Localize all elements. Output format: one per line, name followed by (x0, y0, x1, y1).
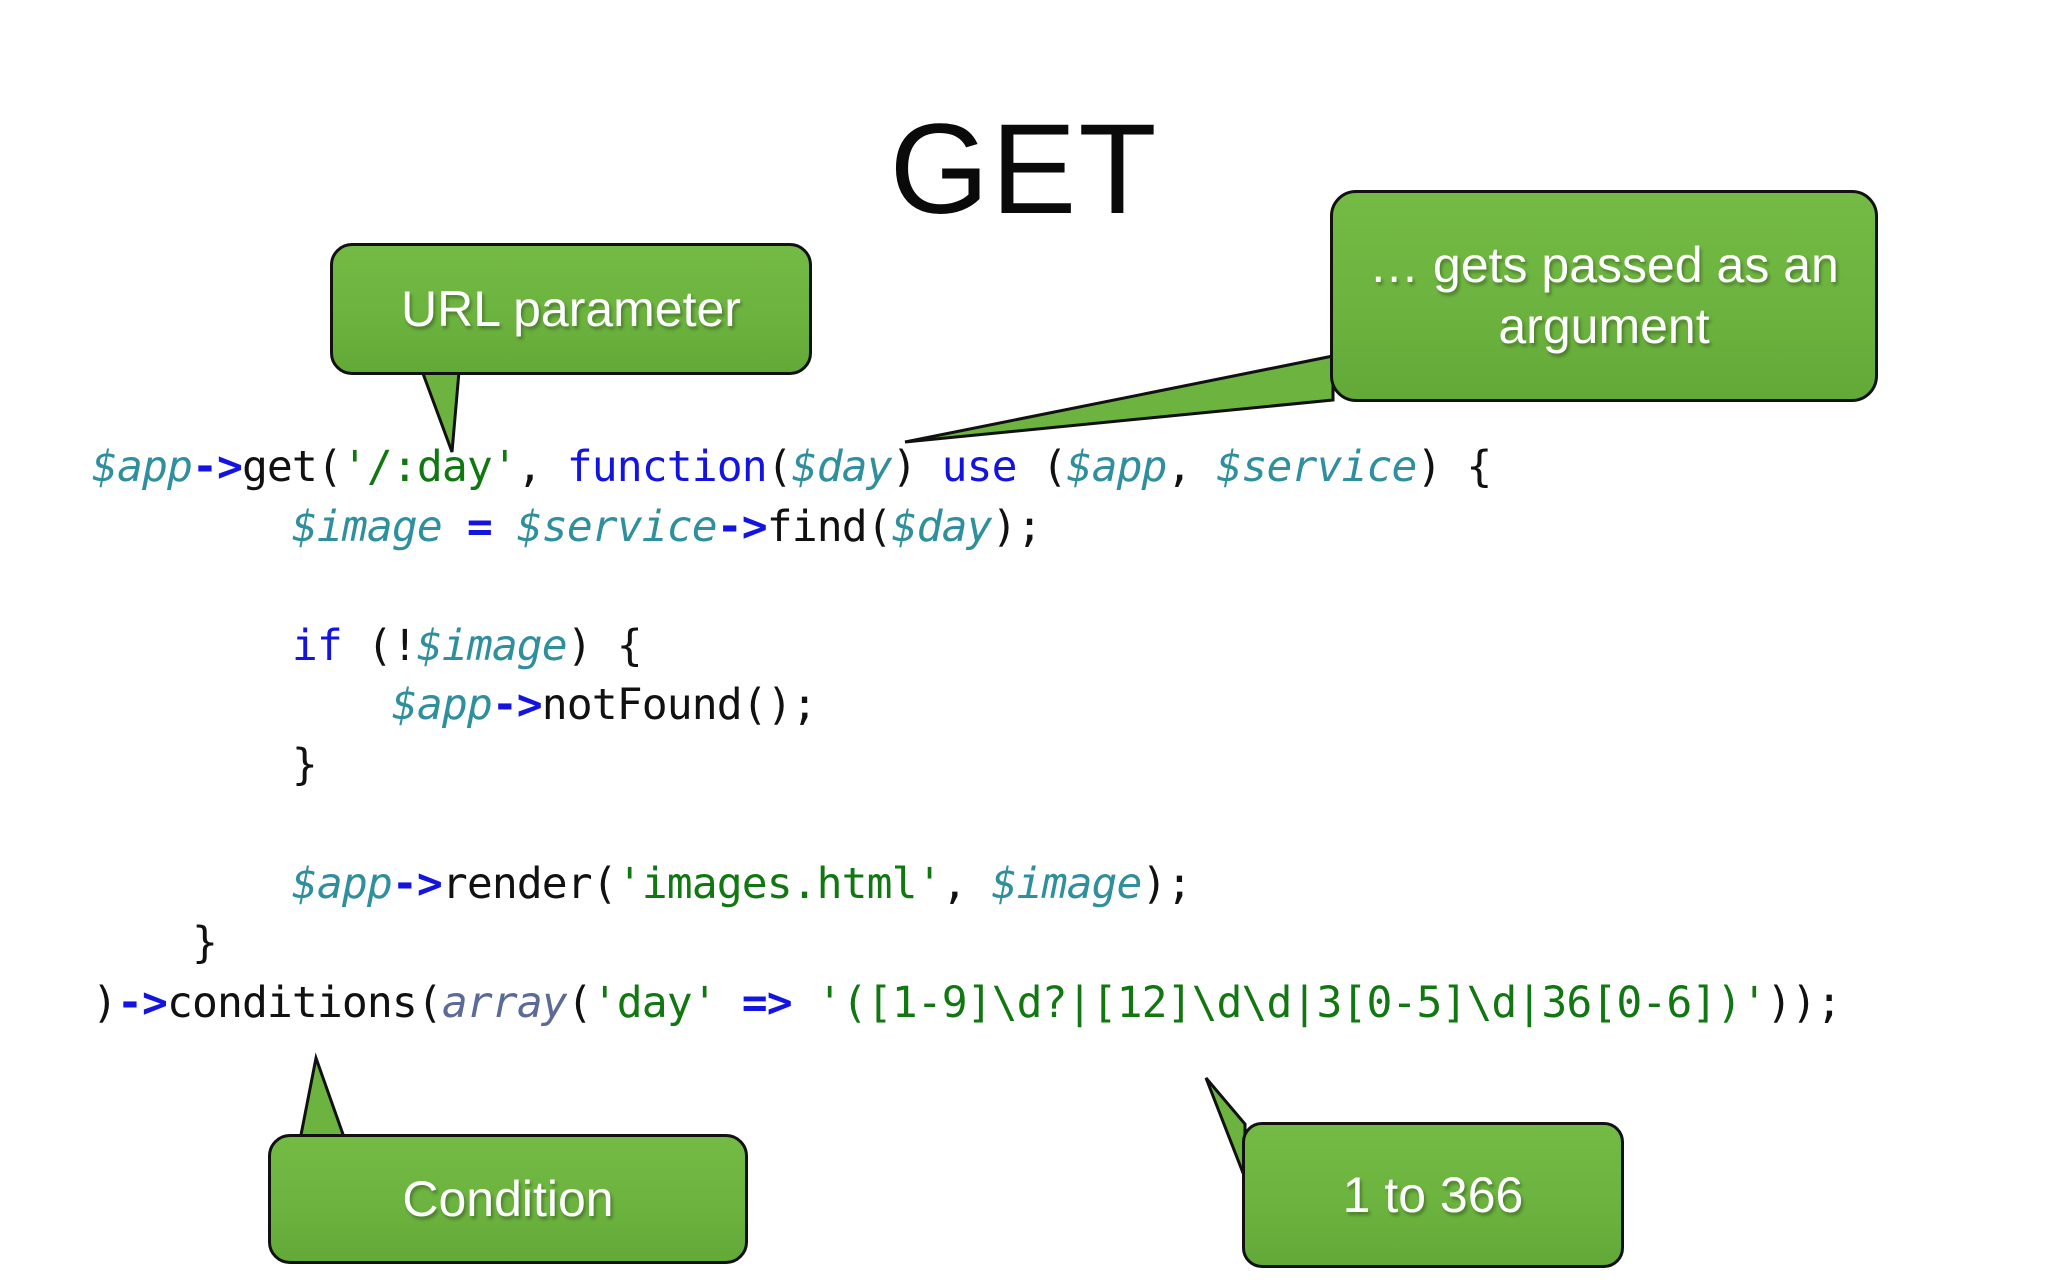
code-token: array (441, 977, 568, 1028)
callout-gets-passed-label: … gets passed as an argument (1369, 237, 1839, 354)
code-token: $app (291, 858, 393, 909)
callout-url-parameter-label: URL parameter (401, 280, 741, 337)
code-line: $app->render('images.html', $image); (92, 855, 1841, 915)
code-token: -> (191, 442, 243, 492)
code-token: 'day' (591, 977, 718, 1028)
code-token: render( (441, 858, 618, 909)
code-token: notFound(); (541, 680, 818, 730)
callout-condition-label: Condition (402, 1170, 614, 1227)
code-token: } (92, 918, 218, 968)
code-token: $app (1066, 442, 1168, 492)
code-token: use (941, 442, 1018, 492)
code-token: $service (516, 501, 718, 552)
callout-condition: Condition (268, 1134, 748, 1264)
code-token: ) (891, 442, 942, 492)
code-token: $app (391, 680, 493, 730)
page-title: GET (889, 98, 1159, 241)
code-line: )->conditions(array('day' => '([1-9]\d?|… (92, 974, 1842, 1034)
code-token: find( (766, 501, 893, 552)
code-token: (! (341, 620, 418, 671)
code-token: -> (117, 977, 168, 1028)
code-token: '/:day' (341, 442, 518, 492)
code-token: ) { (1416, 442, 1492, 492)
code-token: , (516, 442, 567, 492)
code-token: ) (92, 977, 118, 1028)
code-line: $image = $service->find($day); (92, 498, 1841, 558)
callout-gets-passed-as-argument: … gets passed as an argument (1330, 190, 1878, 402)
code-token: if (291, 620, 343, 671)
callout-one-to-366: 1 to 366 (1242, 1122, 1624, 1268)
code-token: 'images.html' (616, 858, 943, 909)
code-line: if (!$image) { (92, 617, 1841, 677)
code-token: ) { (566, 620, 643, 671)
code-token: ); (1141, 858, 1193, 909)
code-token: )); (1766, 977, 1842, 1028)
code-token: -> (716, 501, 768, 552)
code-token: $day (891, 501, 993, 552)
code-block: $app->get('/:day', function($day) use ($… (92, 438, 1842, 1034)
callout-one-to-366-label: 1 to 366 (1342, 1166, 1524, 1223)
code-token: get( (241, 442, 343, 492)
code-line: $app->notFound(); (92, 676, 1841, 736)
code-token: ( (566, 977, 593, 1028)
code-token: , (1166, 442, 1217, 492)
code-token: $day (791, 442, 893, 492)
code-token: function (566, 442, 768, 492)
code-token: $image (416, 620, 568, 671)
code-line: } (92, 736, 1841, 796)
code-line: } (92, 914, 1841, 974)
code-token: conditions( (166, 977, 443, 1028)
code-token: -> (491, 680, 543, 730)
code-token: $service (1216, 442, 1418, 492)
code-token: $app (92, 442, 193, 492)
code-token: ( (766, 442, 793, 492)
code-token: '([1-9]\d?|[12]\d\d|3[0-5]\d|36[0-6])' (816, 977, 1767, 1028)
code-token: $image (991, 858, 1143, 909)
code-token: => (741, 977, 793, 1028)
code-token: ( (1016, 442, 1068, 492)
callout-url-parameter: URL parameter (330, 243, 812, 375)
code-token: ); (991, 501, 1043, 552)
code-token: = (466, 501, 493, 552)
code-token: } (92, 739, 318, 790)
code-token: -> (391, 858, 443, 909)
code-token: , (941, 858, 992, 909)
code-line: $app->get('/:day', function($day) use ($… (92, 438, 1841, 498)
code-token: $image (291, 501, 443, 552)
